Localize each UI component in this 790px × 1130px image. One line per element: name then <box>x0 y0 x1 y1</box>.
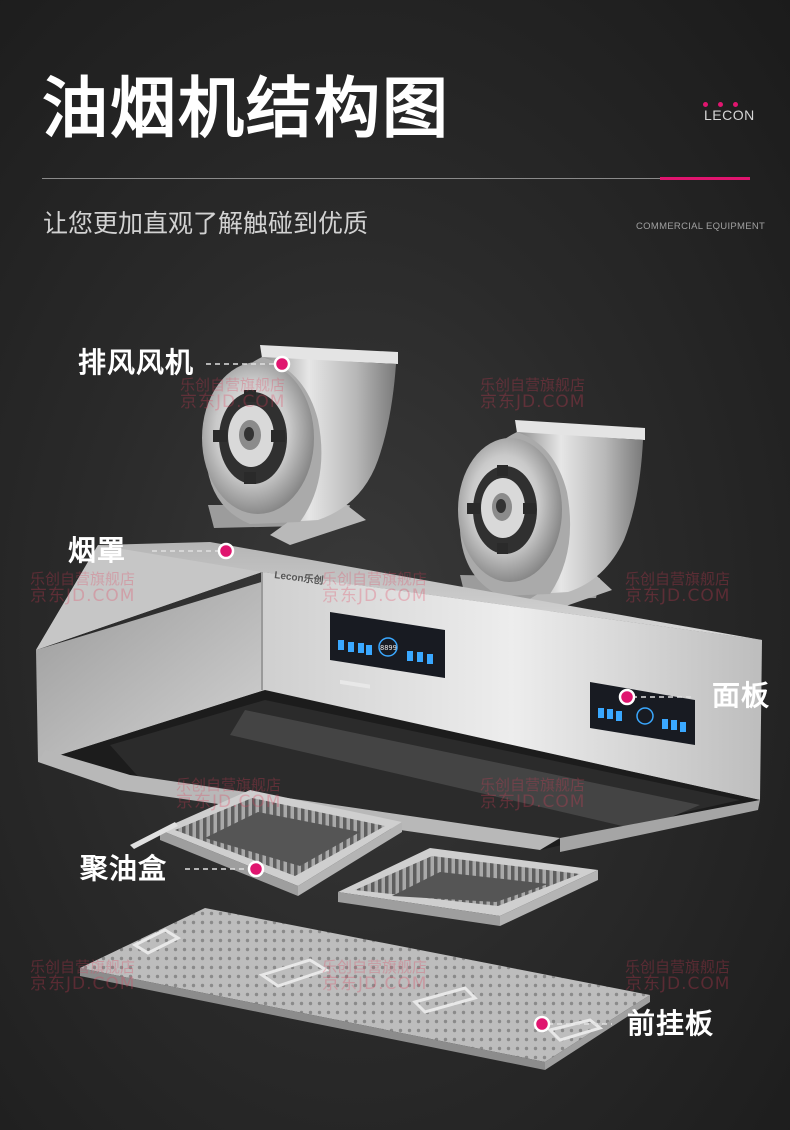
panel-buttons-left <box>338 640 433 664</box>
header-divider-accent <box>660 177 750 180</box>
callout-dot-hood <box>217 542 235 560</box>
callout-dot-oil-box <box>247 860 265 878</box>
callout-markers <box>152 363 695 1025</box>
exhaust-fan-left <box>202 345 398 545</box>
page-title: 油烟机结构图 <box>42 70 450 147</box>
control-panel-left <box>330 612 445 689</box>
front-hanging-plate <box>80 908 650 1070</box>
oil-box-left <box>130 790 402 896</box>
exhaust-fan-right <box>458 420 645 615</box>
callout-dot-panel <box>618 688 636 706</box>
label-oil-box: 聚油盒 <box>80 852 168 885</box>
page-subtitle: 让您更加直观了解触碰到优质 <box>43 209 369 238</box>
label-hood: 烟罩 <box>68 534 127 567</box>
panel-buttons-right <box>598 708 686 732</box>
panel-display: 8899 <box>380 644 397 652</box>
label-control-panel: 面板 <box>712 679 771 712</box>
hood-body <box>36 542 762 852</box>
callout-dot-fan <box>273 355 291 373</box>
callout-dot-front-plate <box>533 1015 551 1033</box>
label-front-plate: 前挂板 <box>627 1007 715 1040</box>
header-divider <box>42 178 750 179</box>
page-tagline: COMMERCIAL EQUIPMENT <box>636 221 766 232</box>
oil-box-right <box>338 848 598 926</box>
brand-name: LECON <box>704 107 755 123</box>
label-exhaust-fan: 排风风机 <box>78 346 195 379</box>
brand-dots <box>703 92 748 111</box>
